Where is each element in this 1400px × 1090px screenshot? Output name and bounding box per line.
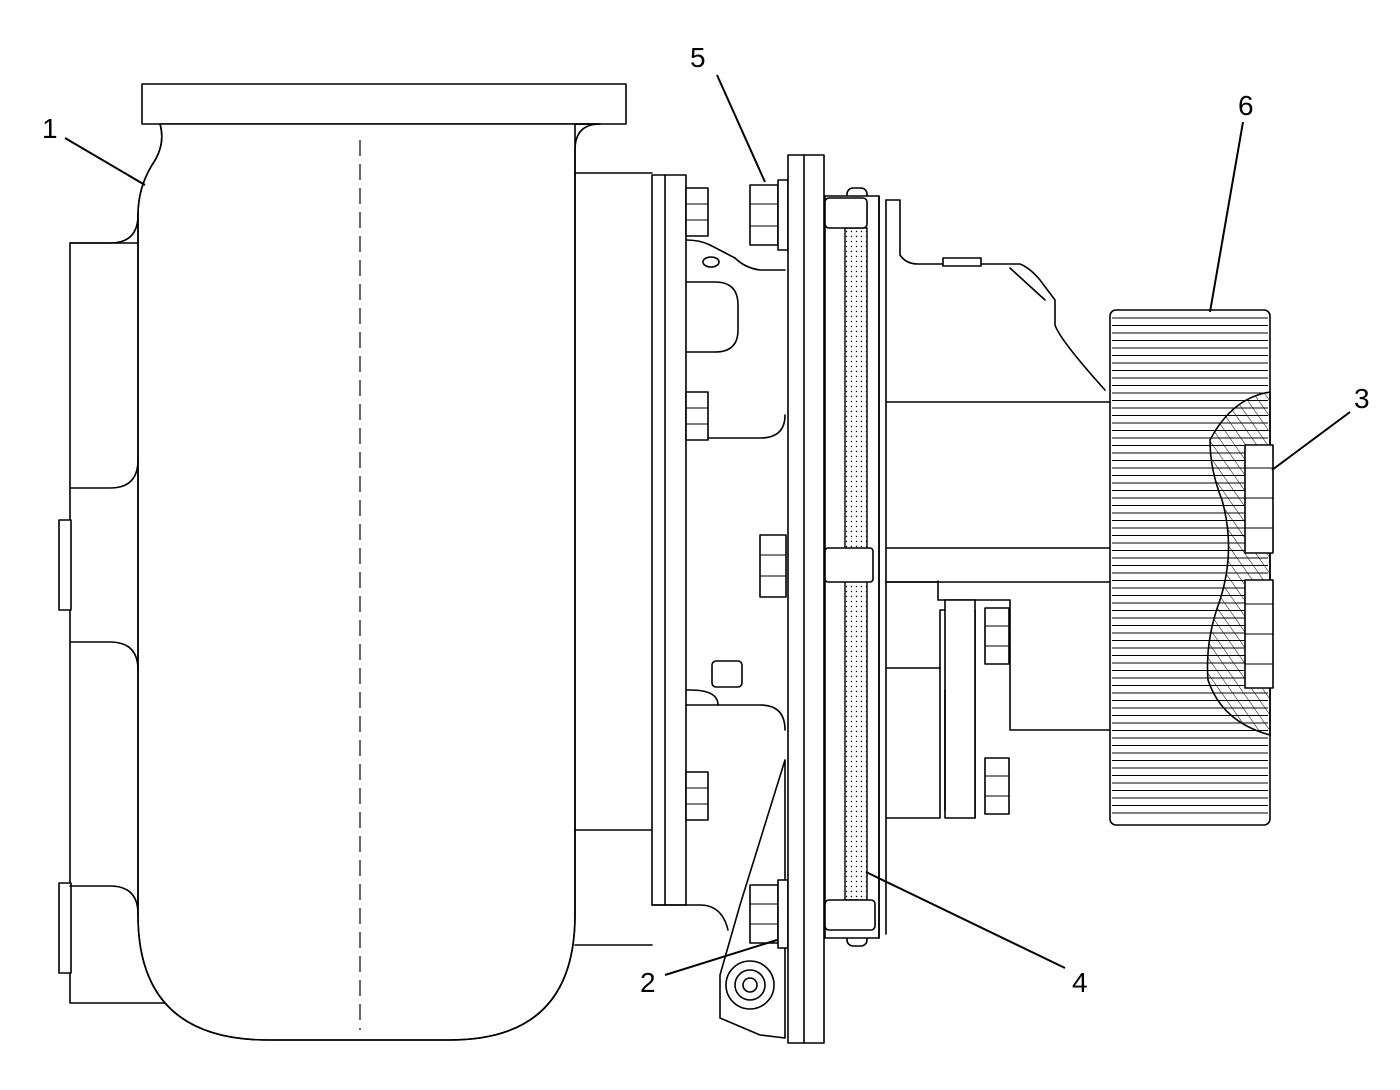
bolt-5 [749,179,789,251]
callout-3-label: 3 [1354,383,1370,414]
bolt-center [759,534,787,598]
compressor-housing [885,199,1111,819]
bolt-lower-left [685,771,709,821]
bolt-upper-left [685,187,709,237]
bolt-2 [749,879,789,949]
callout-3: 3 [1271,383,1370,471]
callout-6: 6 [1209,90,1254,313]
callout-2-label: 2 [640,967,656,998]
callout-4-label: 4 [1072,967,1088,998]
mounting-plate [787,154,825,1044]
callout-6-label: 6 [1238,90,1254,121]
actuator-bolt-lower [984,757,1010,815]
callout-5-label: 5 [690,42,706,73]
turbine-housing [58,83,687,1041]
callout-1-label: 1 [42,113,58,144]
bolt-mid-left [685,391,709,441]
drum-6 [1109,309,1274,826]
callout-1: 1 [42,113,146,186]
callout-5: 5 [690,42,766,183]
gasket-4 [824,187,887,947]
callout-2: 2 [640,939,778,998]
actuator-bolt-upper [984,607,1010,665]
callout-4: 4 [865,871,1088,998]
bolt-3 [1244,444,1274,689]
